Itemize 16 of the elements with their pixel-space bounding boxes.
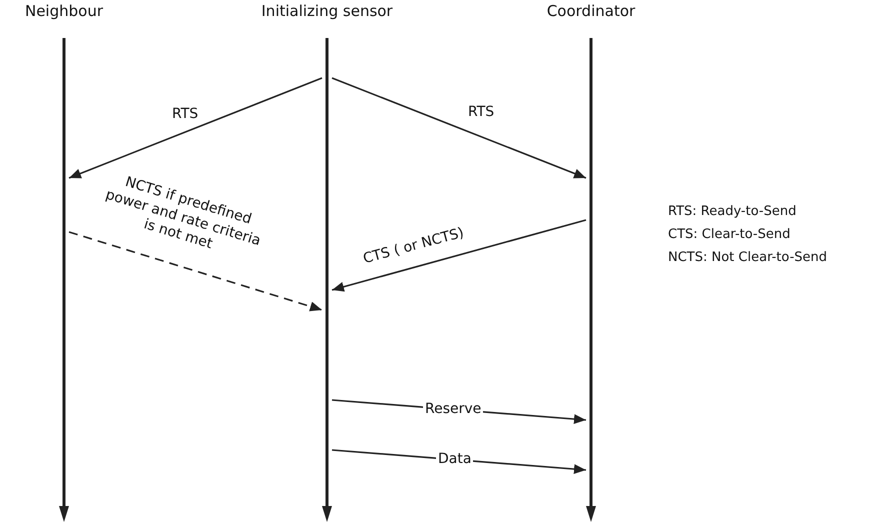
lifeline-title: Coordinator — [546, 2, 636, 20]
arrow — [68, 77, 322, 179]
arrow — [332, 77, 586, 179]
abbreviation-note: RTS: Ready-to-Send — [668, 204, 796, 219]
edge-label: RTS — [171, 106, 200, 124]
lifeline-title: Initializing sensor — [261, 2, 393, 20]
lifeline — [59, 38, 69, 522]
abbreviation-note: NCTS: Not Clear-to-Send — [668, 250, 827, 265]
edge-label: RTS — [467, 104, 496, 122]
arrow — [332, 219, 586, 292]
edge-label: CTS ( or NCTS) — [360, 224, 467, 270]
lifeline — [322, 38, 332, 522]
abbreviation-note: CTS: Clear-to-Send — [668, 227, 790, 242]
lifeline-title: Neighbour — [24, 2, 104, 20]
lifeline — [586, 38, 596, 522]
dashed-arrow — [68, 231, 322, 312]
